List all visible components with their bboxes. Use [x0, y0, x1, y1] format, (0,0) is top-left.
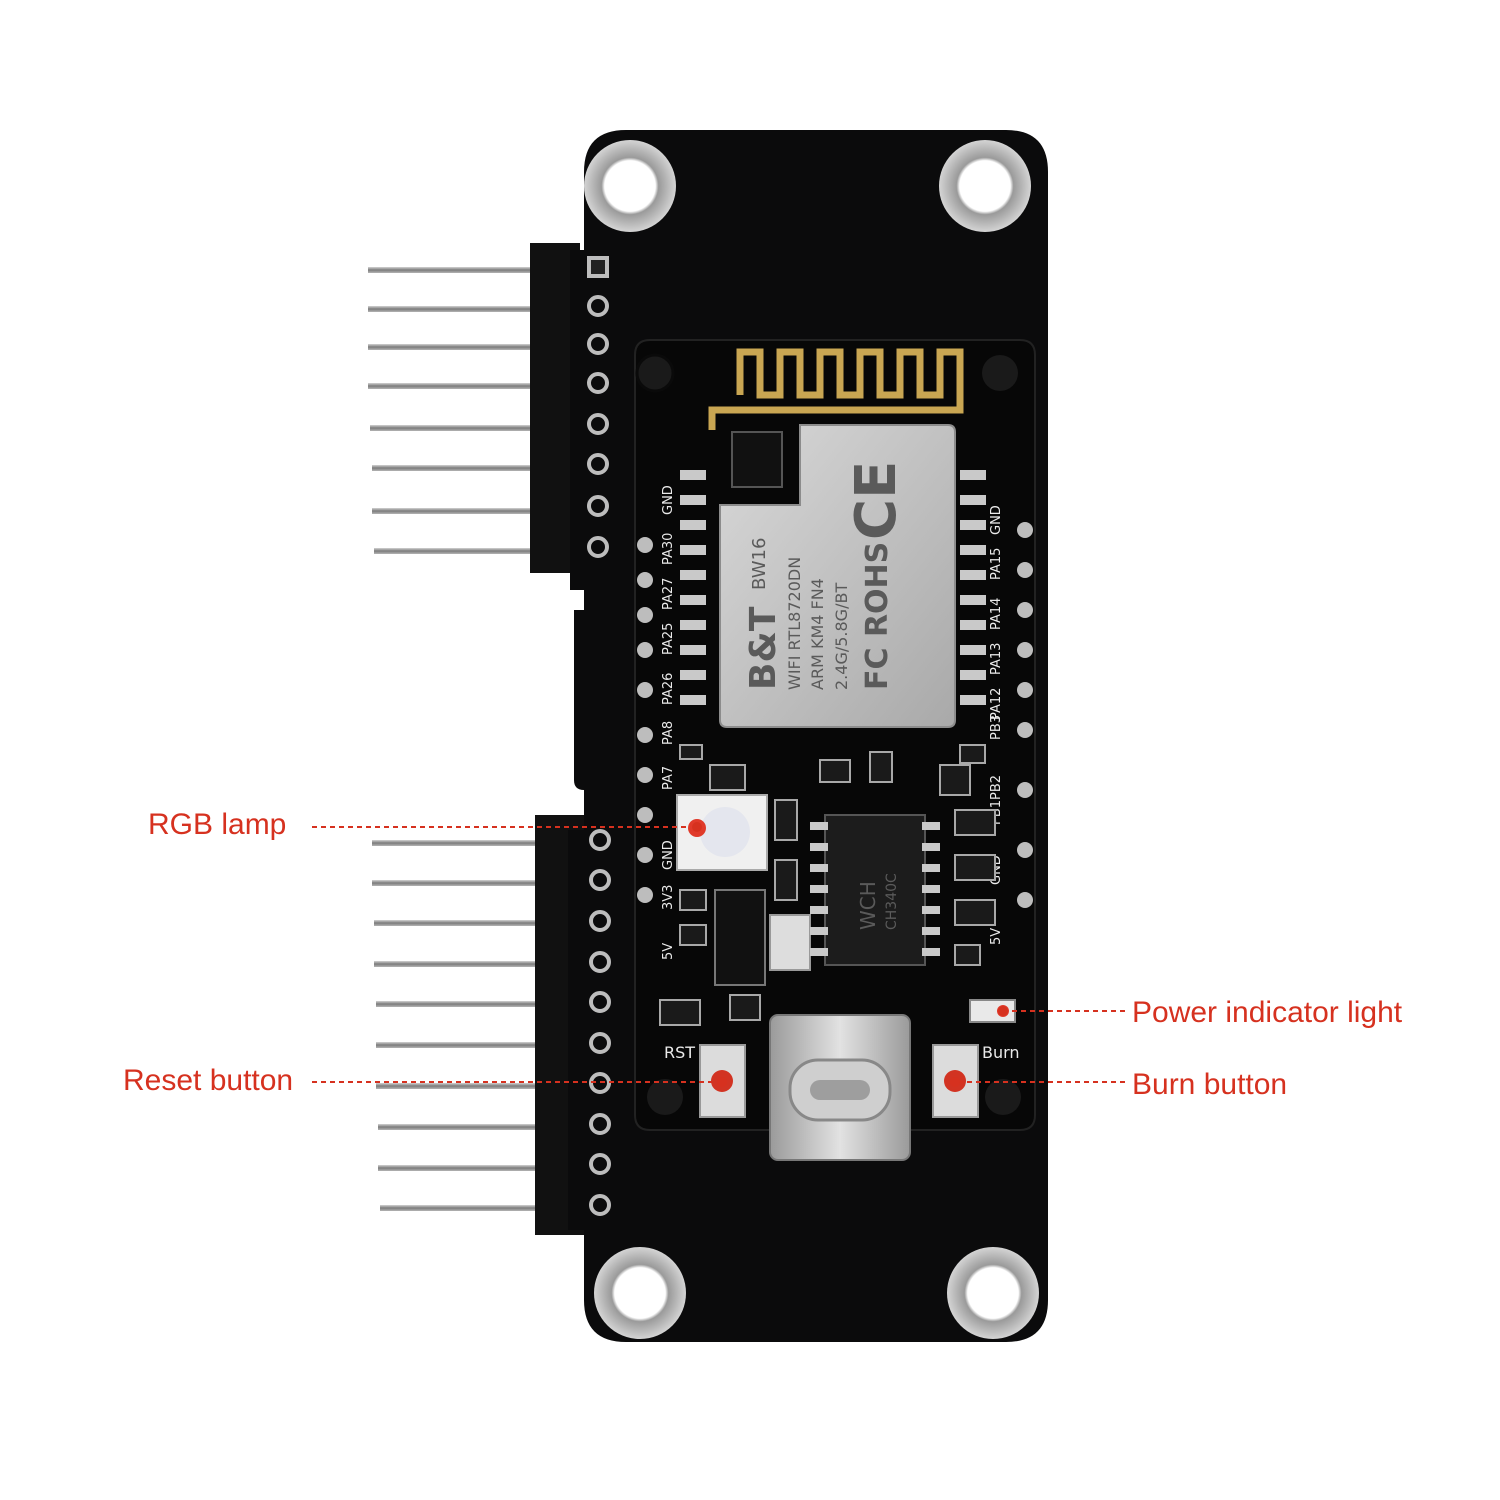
module-line1: WIFI RTL8720DN: [785, 557, 804, 690]
left-pin-labels: GND PA30 PA27 PA25 PA26 PA8 PA7 GND 3V3 …: [661, 485, 676, 960]
left-pin-8: 3V3: [661, 885, 676, 910]
mounting-hole-top-right: [939, 140, 1031, 232]
usb-chip-line2: CH340C: [884, 873, 900, 930]
usb-c-connector: [769, 1014, 911, 1161]
right-pin-8: 5V: [989, 928, 1004, 945]
left-pin-4: PA26: [661, 673, 676, 705]
right-pin-1: PA15: [989, 548, 1004, 580]
right-pin-0: GND: [989, 505, 1004, 535]
module-pads-right: [960, 470, 986, 705]
rgb-lamp-callout: RGB lamp: [148, 808, 287, 841]
module-brand: B&T: [743, 606, 784, 690]
header-pads-top: [587, 256, 609, 558]
inner-hole-tl: [635, 353, 675, 393]
rst-silk-label: RST: [664, 1043, 695, 1062]
left-pin-0: GND: [661, 485, 676, 515]
burn-button-callout: Burn button: [1132, 1068, 1288, 1101]
voltage-regulator: [714, 889, 766, 986]
left-pin-6: PA7: [661, 766, 676, 790]
module-cert-fc: FC ROHS: [860, 542, 895, 690]
left-pin-5: PA8: [661, 721, 676, 745]
rgb-led: [676, 794, 768, 871]
mounting-hole-top-left: [584, 140, 676, 232]
pcb-antenna: [708, 348, 964, 430]
module-label: B&T BW16 WIFI RTL8720DN ARM KM4 FN4 2.4G…: [743, 461, 909, 690]
module-pads-left: [680, 470, 706, 705]
right-pin-labels: GND PA15 PA14 PA13 PA12 PB3 PB1PB2 GND 5…: [989, 505, 1004, 945]
module-model: BW16: [749, 538, 770, 590]
reset-button-callout: Reset button: [123, 1064, 294, 1097]
right-pin-5: PB3: [989, 715, 1004, 740]
header-pins-bottom: [372, 840, 547, 1211]
right-pin-3: PA13: [989, 643, 1004, 675]
mounting-hole-bottom-right: [947, 1247, 1039, 1339]
crystal-oscillator: [769, 914, 811, 971]
wifi-module-shield: [719, 424, 956, 728]
left-pin-1: PA30: [661, 533, 676, 565]
module-line3: 2.4G/5.8G/BT: [832, 583, 851, 690]
inner-hole-bl: [647, 1079, 683, 1115]
devboard-pins-left: [637, 537, 653, 903]
smd-components: [659, 744, 996, 1026]
header-pins-top: [368, 267, 543, 554]
power-indicator-led: [969, 999, 1016, 1023]
mounting-hole-bottom-left: [594, 1247, 686, 1339]
left-pin-2: PA27: [661, 578, 676, 610]
module-cert-ce: CE: [844, 461, 909, 540]
usb-serial-chip: WCH CH340C: [810, 814, 940, 966]
module-line2: ARM KM4 FN4: [808, 578, 827, 690]
left-pin-3: PA25: [661, 623, 676, 655]
callout-lines: [312, 826, 1127, 1083]
right-pin-4: PA12: [989, 688, 1004, 720]
power-indicator-callout: Power indicator light: [1132, 996, 1403, 1029]
left-pin-7: GND: [661, 840, 676, 870]
usb-chip-line1: WCH: [856, 881, 880, 930]
left-pin-9: 5V: [661, 943, 676, 960]
header-pads-bottom: [589, 829, 611, 1216]
small-chip-near-module: [731, 431, 783, 488]
devboard-pins-right: [1017, 522, 1033, 908]
burn-silk-label: Burn: [982, 1043, 1020, 1062]
inner-hole-tr: [982, 355, 1018, 391]
right-pin-2: PA14: [989, 598, 1004, 630]
inner-hole-br: [985, 1079, 1021, 1115]
callout-dots: [692, 822, 1008, 1087]
